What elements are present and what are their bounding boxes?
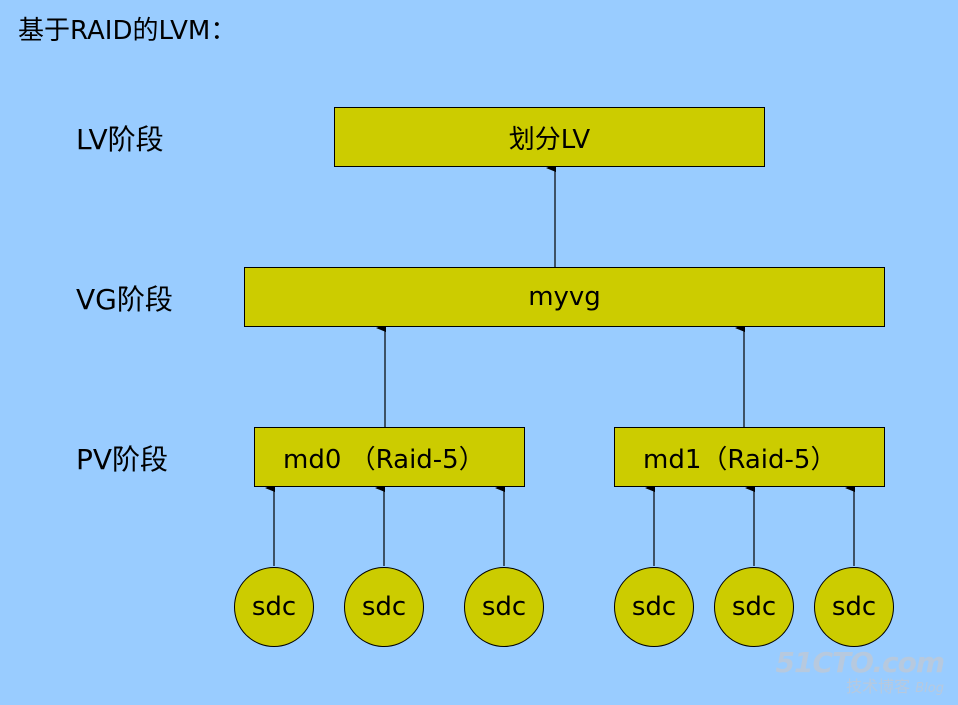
watermark-sub: 技术博客 Blog <box>846 677 944 696</box>
disk-node-5: sdc <box>714 567 794 647</box>
disk-node-2: sdc <box>344 567 424 647</box>
page-title: 基于RAID的LVM： <box>18 16 237 46</box>
md0-box: md0 （Raid-5） <box>254 427 525 487</box>
stage-label-pv: PV阶段 <box>76 443 169 476</box>
lv-box: 划分LV <box>334 107 765 167</box>
disk-node-6: sdc <box>814 567 894 647</box>
watermark: 51CTO.com 技术博客 Blog <box>775 646 945 696</box>
stage-label-vg: VG阶段 <box>76 283 173 316</box>
disk-node-3: sdc <box>464 567 544 647</box>
disk-node-1: sdc <box>234 567 314 647</box>
md1-box: md1（Raid-5） <box>614 427 885 487</box>
watermark-site: 51CTO.com <box>775 646 945 679</box>
vg-box: myvg <box>244 267 885 327</box>
stage-label-lv: LV阶段 <box>76 123 164 156</box>
disk-node-4: sdc <box>614 567 694 647</box>
